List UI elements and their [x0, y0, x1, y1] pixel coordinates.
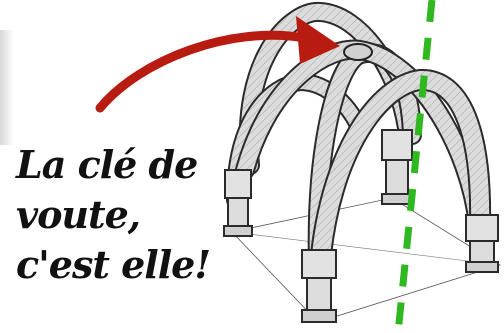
left-edge-shadow — [0, 30, 14, 145]
pointer-arrow — [95, 16, 340, 113]
keystone — [343, 43, 373, 61]
keystone-caption: La clé de voute, c'est elle! — [16, 140, 211, 290]
column-right — [465, 214, 499, 273]
floor-plan-diagonal — [231, 231, 501, 266]
column-back — [381, 129, 413, 205]
vertical-axis-dashed-line — [394, 0, 436, 333]
caption-line-3: c'est elle! — [16, 242, 211, 287]
column-front — [301, 249, 337, 323]
caption-line-1: La clé de — [16, 142, 198, 187]
column-left — [223, 169, 253, 237]
columns — [223, 129, 499, 323]
caption-line-2: voute, — [16, 192, 141, 237]
